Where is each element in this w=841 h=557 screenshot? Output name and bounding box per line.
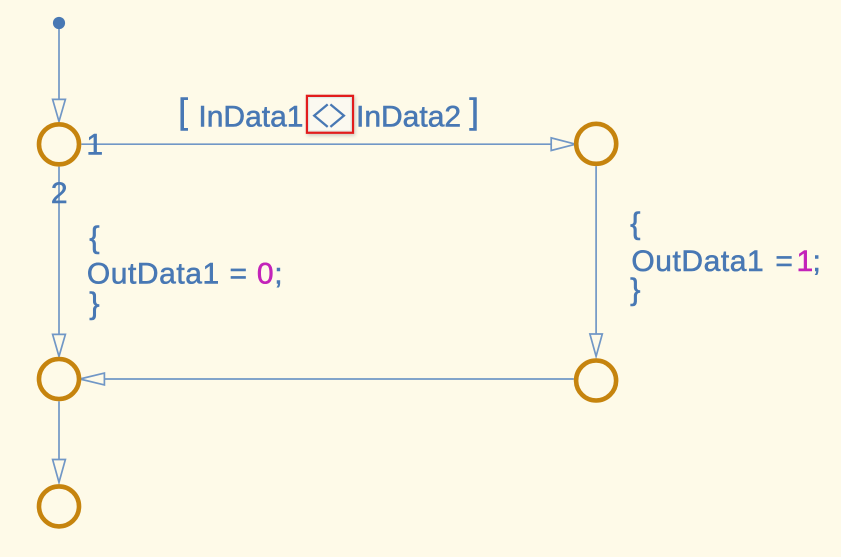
svg-text:=: = — [775, 245, 793, 278]
svg-text:OutData1: OutData1 — [87, 258, 220, 291]
svg-text:;: ; — [813, 245, 821, 278]
svg-text:0: 0 — [257, 258, 274, 291]
svg-text:}: } — [630, 272, 640, 307]
svg-text:}: } — [89, 285, 99, 320]
svg-text:2: 2 — [51, 177, 68, 210]
svg-text:1: 1 — [86, 129, 103, 162]
svg-text:;: ; — [274, 258, 282, 291]
svg-text:InData1: InData1 — [198, 101, 303, 134]
svg-text:InData2: InData2 — [356, 101, 461, 134]
svg-text:{: { — [630, 206, 640, 241]
svg-text:=: = — [230, 258, 248, 291]
svg-text:1: 1 — [796, 245, 813, 278]
svg-text:[: [ — [178, 92, 188, 131]
svg-text:OutData1: OutData1 — [631, 245, 764, 278]
svg-text:]: ] — [469, 92, 479, 131]
svg-text:{: { — [89, 220, 99, 255]
